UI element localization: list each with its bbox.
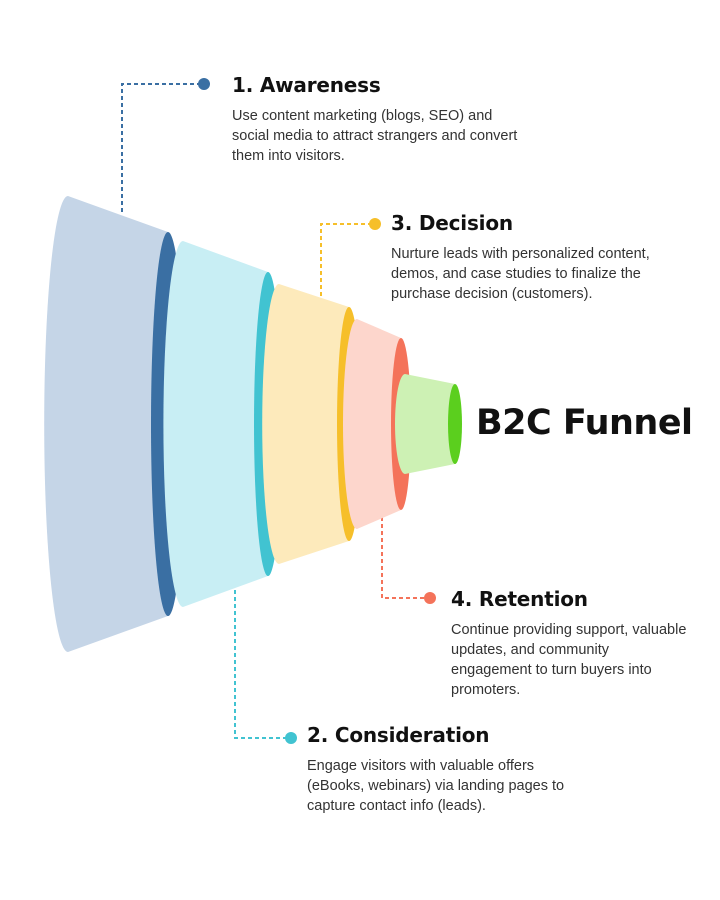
segment-body xyxy=(44,196,169,652)
funnel-title: B2C Funnel xyxy=(476,403,693,443)
stage-awareness: 1. Awareness Use content marketing (blog… xyxy=(232,73,522,166)
stage-title: 3. Decision xyxy=(391,211,513,235)
connector-line xyxy=(234,590,291,739)
stage-title: 2. Consideration xyxy=(307,723,490,747)
stage-retention: 4. Retention Continue providing support,… xyxy=(451,587,691,700)
connector-retention xyxy=(381,510,436,604)
stage-title: 4. Retention xyxy=(451,587,588,611)
segment-body xyxy=(395,374,455,474)
segment-body xyxy=(262,284,349,564)
segment-rim xyxy=(448,384,462,464)
connector-dot xyxy=(285,732,297,744)
connector-consideration xyxy=(234,590,297,744)
connector-decision xyxy=(320,218,381,296)
stage-consideration: 2. Consideration Engage visitors with va… xyxy=(307,723,572,816)
connector-line xyxy=(320,223,375,296)
stage-decision: 3. Decision Nurture leads with personali… xyxy=(391,211,661,304)
segment-body xyxy=(163,241,268,607)
stage-title: 1. Awareness xyxy=(232,73,381,97)
funnel-segment-tip xyxy=(395,374,462,474)
funnel-segments xyxy=(44,196,462,652)
connector-dot xyxy=(198,78,210,90)
stage-description: Nurture leads with personalized content,… xyxy=(391,246,650,302)
connector-awareness xyxy=(121,78,210,212)
segment-body xyxy=(343,319,401,529)
stage-description: Use content marketing (blogs, SEO) and s… xyxy=(232,108,518,164)
connector-line xyxy=(121,83,204,212)
connector-line xyxy=(381,510,430,599)
connector-dot xyxy=(369,218,381,230)
stage-description: Engage visitors with valuable offers (eB… xyxy=(307,758,565,814)
stage-description: Continue providing support, valuable upd… xyxy=(451,622,687,698)
connector-dot xyxy=(424,592,436,604)
connector-lines xyxy=(121,78,436,744)
